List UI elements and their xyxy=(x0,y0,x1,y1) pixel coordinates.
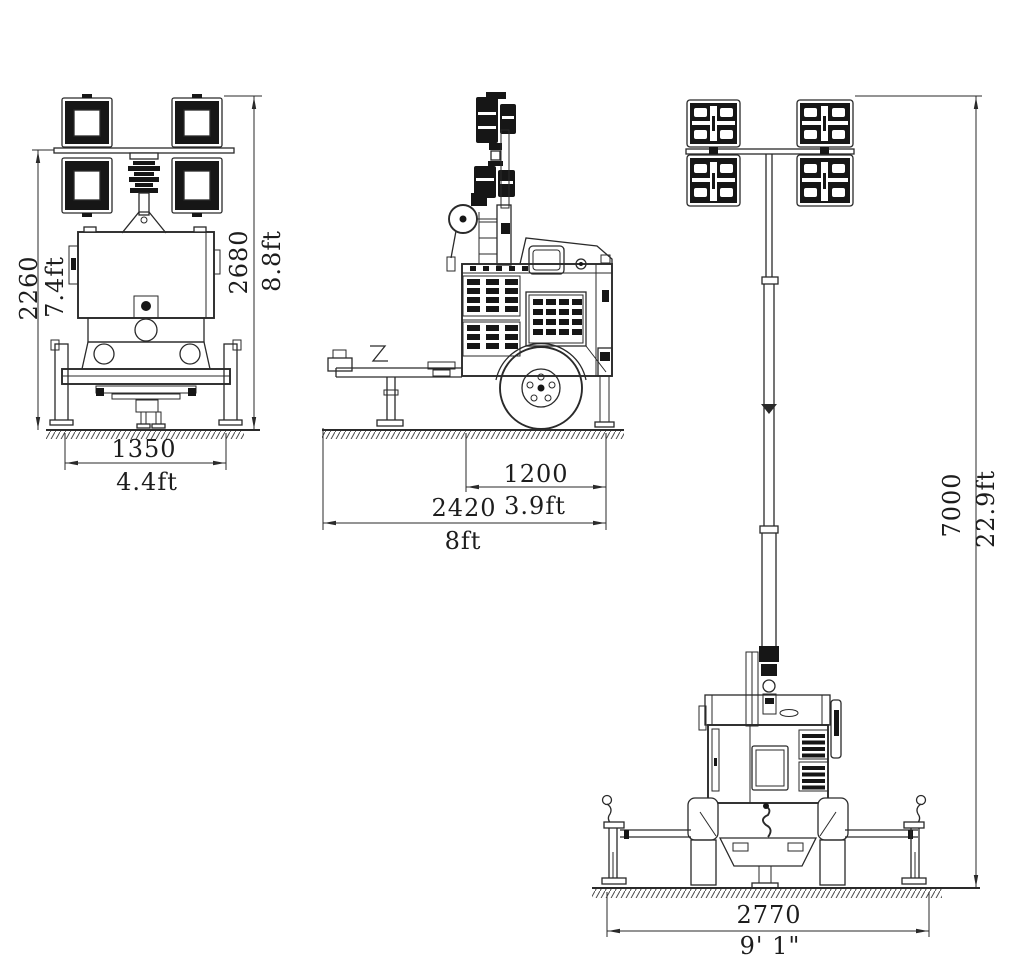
dim-extended-outrigger-span-mm: 2770 xyxy=(736,901,802,929)
side-window xyxy=(528,245,565,275)
front-mast-head xyxy=(121,152,167,234)
extended-mast xyxy=(759,154,779,660)
dim-extended-height-ft: 22.9ft xyxy=(972,470,1000,548)
side-body xyxy=(461,237,615,428)
dim-front-overall-height-mm: 2680 xyxy=(225,229,253,295)
extended-view-drawing xyxy=(592,95,982,937)
extended-dimension-lines xyxy=(606,95,982,937)
side-mast-and-winch xyxy=(446,129,512,272)
extended-light-crossbar xyxy=(685,148,855,155)
extended-center-hook xyxy=(762,805,772,838)
extended-left-jack xyxy=(601,794,627,885)
side-cab-roof xyxy=(519,237,613,265)
dim-extended-height-mm: 7000 xyxy=(938,472,966,538)
extended-body xyxy=(693,646,843,827)
side-jack-handle xyxy=(370,345,388,362)
extended-right-jack xyxy=(901,794,927,885)
front-stabilizer-legs xyxy=(49,339,243,426)
side-dimension-lines xyxy=(322,428,607,530)
dim-front-overall-height-ft: 8.8ft xyxy=(258,230,286,292)
mast-collar-upper xyxy=(761,276,779,285)
dim-front-width-mm: 1350 xyxy=(111,435,177,463)
dim-side-body-length-ft: 3.9ft xyxy=(504,492,566,520)
extended-trailer-base xyxy=(601,794,927,889)
dim-extended-outrigger-span-ftin: 9' 1" xyxy=(739,932,801,960)
side-trailer-tongue xyxy=(327,345,462,427)
front-light-crossbar xyxy=(53,147,235,154)
mast-collar-lower xyxy=(759,525,779,534)
front-dimension-lines xyxy=(35,95,262,470)
front-body xyxy=(61,226,231,429)
front-ground-line xyxy=(46,429,260,439)
extended-floodlights xyxy=(686,99,854,207)
side-folded-lights xyxy=(471,92,516,206)
front-floodlights xyxy=(61,94,223,217)
dim-side-body-length-mm: 1200 xyxy=(503,460,569,488)
front-view-drawing xyxy=(32,94,262,470)
side-vent-grilles xyxy=(462,275,587,357)
extended-ground-line xyxy=(592,887,980,898)
mast-section-marker xyxy=(761,404,777,414)
side-coupler xyxy=(327,357,353,372)
side-wheel xyxy=(495,342,587,430)
dim-front-mast-height-mm: 2260 xyxy=(15,255,43,321)
dim-side-overall-length-ft: 8ft xyxy=(444,527,482,555)
side-ground-line xyxy=(322,429,624,439)
dim-front-mast-height-ft: 7.4ft xyxy=(41,256,69,318)
dim-side-overall-length-mm: 2420 xyxy=(431,494,497,522)
dim-front-width-ft: 4.4ft xyxy=(116,468,178,496)
side-jack-foot xyxy=(376,419,404,427)
side-view-drawing xyxy=(322,92,624,530)
extended-door xyxy=(751,745,789,791)
